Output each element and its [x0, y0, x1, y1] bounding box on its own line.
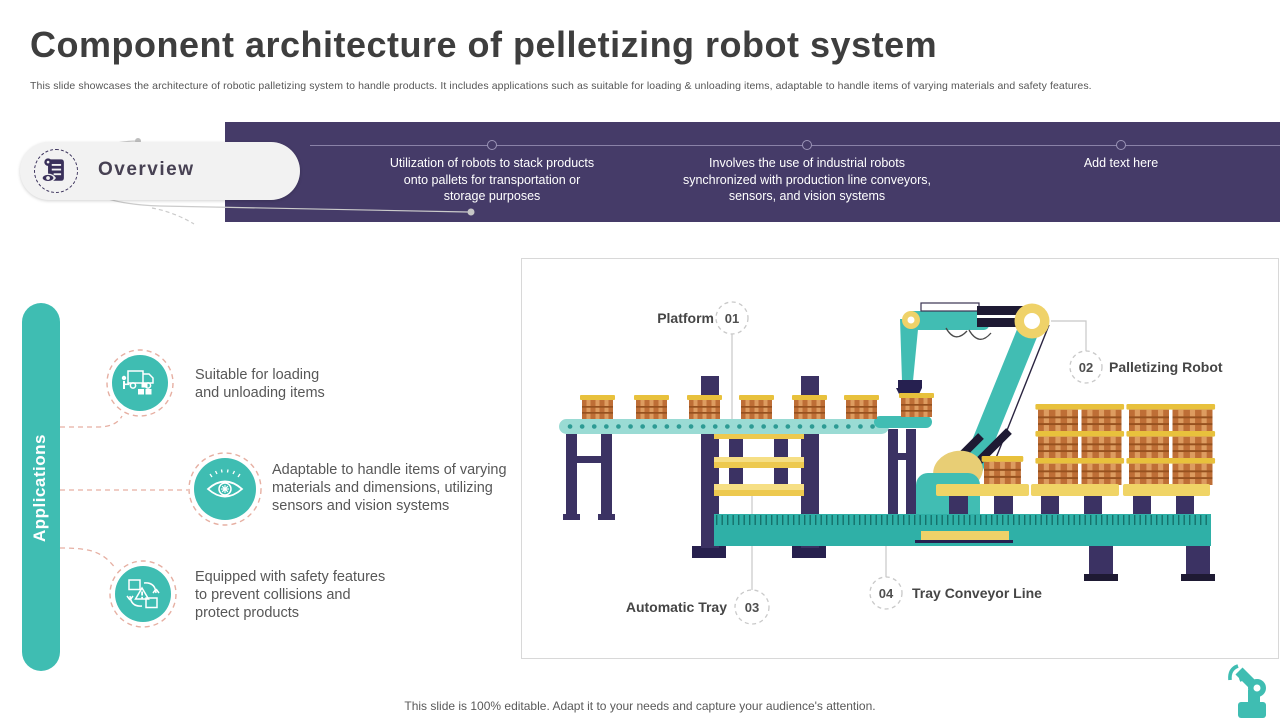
- page-subtitle: This slide showcases the architecture of…: [30, 80, 1092, 92]
- banner-timeline-line: [310, 145, 1280, 146]
- callout-number-02: 02: [1079, 360, 1093, 375]
- vision-eye-icon: [188, 452, 262, 526]
- applications-bar: [22, 303, 60, 671]
- automatic-tray: [714, 428, 804, 496]
- scroll-eye-icon: [40, 158, 64, 183]
- banner-text-1: Utilization of robots to stack products …: [389, 156, 595, 203]
- banner-text-placeholder[interactable]: Add text here: [1083, 156, 1159, 170]
- timeline-node-icon: [487, 140, 497, 150]
- application-text-3: Equipped with safety features to prevent…: [195, 569, 386, 621]
- label-tray-conveyor-line: Tray Conveyor Line: [912, 585, 1042, 601]
- safety-boxes-icon: [109, 560, 177, 628]
- callout-circle-01: [715, 301, 749, 335]
- robot-arm-icon: [1228, 664, 1266, 718]
- overview-tab[interactable]: Overview: [20, 142, 300, 200]
- label-palletizing-robot: Palletizing Robot: [1109, 359, 1223, 375]
- callout-number-03: 03: [745, 600, 759, 615]
- palletizing-robot: [896, 302, 1050, 514]
- callout-number-04: 04: [879, 586, 894, 601]
- application-text-1: Suitable for loading and unloading items: [195, 367, 325, 401]
- palletizing-system-illustration: 01 02 03 04 Platform Palletizing Robot A…: [559, 301, 1223, 625]
- callout-circle-03: [734, 589, 770, 625]
- platform-belt: [559, 416, 932, 434]
- banner-text-2: Involves the use of industrial robots sy…: [682, 156, 932, 203]
- connector-1: [60, 415, 123, 428]
- overview-label: Overview: [98, 159, 195, 180]
- overview-icon-ring: [34, 149, 78, 193]
- callout-number-01: 01: [725, 311, 739, 326]
- diagram-panel: 01 02 03 04 Platform Palletizing Robot A…: [521, 258, 1279, 659]
- overview-banner: Utilization of robots to stack products …: [225, 122, 1280, 222]
- label-automatic-tray: Automatic Tray: [626, 599, 727, 615]
- pallets-and-stacks: [936, 404, 1216, 514]
- belt-barrels: [580, 395, 879, 419]
- page-title: Component architecture of pelletizing ro…: [30, 24, 938, 65]
- application-text-2: Adaptable to handle items of varying mat…: [272, 462, 507, 514]
- connector-3: [59, 547, 117, 570]
- tray-conveyor-line: [714, 514, 1215, 581]
- footer-note: This slide is 100% editable. Adapt it to…: [404, 699, 876, 713]
- label-platform: Platform: [657, 310, 714, 326]
- timeline-node-icon: [802, 140, 812, 150]
- timeline-node-icon: [1116, 140, 1126, 150]
- applications-icons: [59, 349, 262, 628]
- callout-circle-04: [869, 576, 903, 610]
- callouts: 01 02 03 04 Platform Palletizing Robot A…: [626, 301, 1223, 625]
- callout-circle-02: [1069, 350, 1103, 384]
- truck-loading-icon: [106, 349, 174, 417]
